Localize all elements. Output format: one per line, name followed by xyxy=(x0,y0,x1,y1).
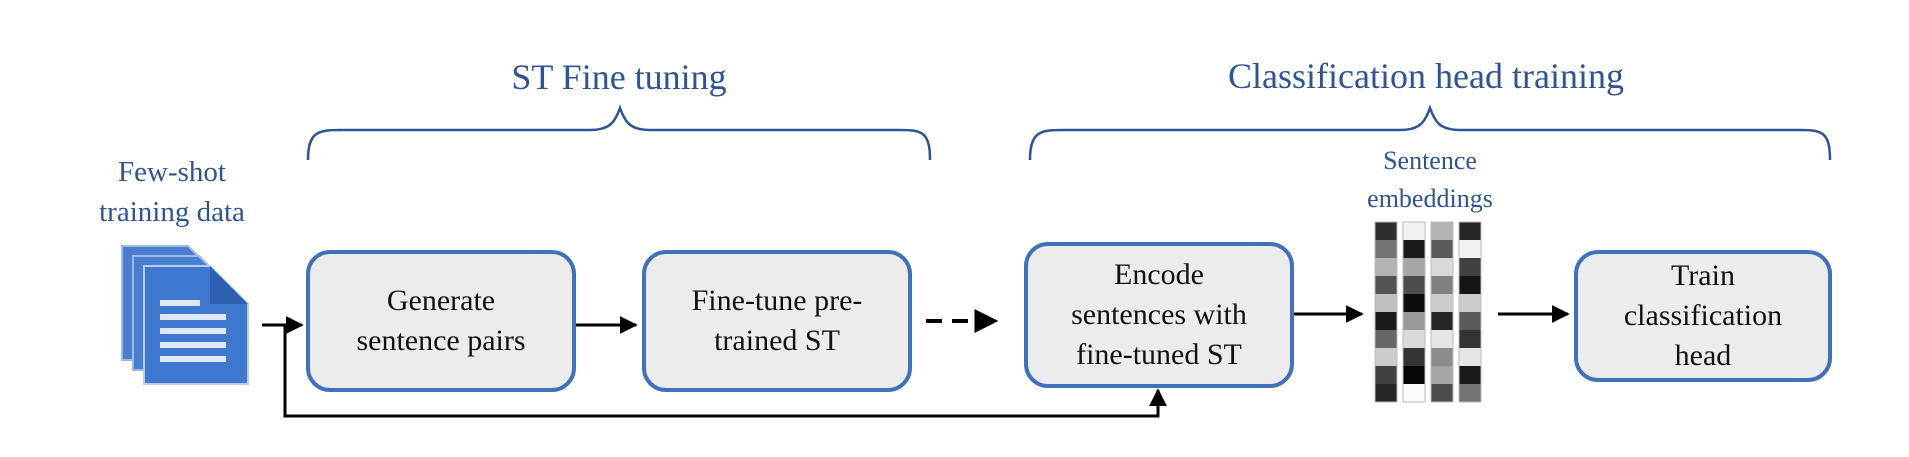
embedding-cell xyxy=(1403,312,1425,330)
classification-head-brace xyxy=(1028,104,1832,161)
embedding-cell xyxy=(1403,384,1425,402)
embedding-cell xyxy=(1459,330,1481,348)
embedding-cell xyxy=(1459,258,1481,276)
embedding-cell xyxy=(1459,384,1481,402)
embedding-cell xyxy=(1403,348,1425,366)
embedding-cell xyxy=(1403,240,1425,258)
fine-tune-st-box: Fine-tune pre- trained ST xyxy=(642,250,912,392)
embedding-cell xyxy=(1431,258,1453,276)
embedding-cell xyxy=(1459,312,1481,330)
embedding-cell xyxy=(1431,366,1453,384)
generate-sentence-pairs-label: Generate sentence pairs xyxy=(356,284,526,357)
embedding-cell xyxy=(1403,258,1425,276)
embedding-cell xyxy=(1403,294,1425,312)
embedding-cell xyxy=(1431,384,1453,402)
train-classification-head-label: Train classification head xyxy=(1623,259,1783,372)
document-stack-icon xyxy=(121,245,249,385)
encode-sentences-box: Encode sentences with fine-tuned ST xyxy=(1024,242,1294,388)
train-classification-head-box: Train classification head xyxy=(1574,250,1832,382)
encode-sentences-label: Encode sentences with fine-tuned ST xyxy=(1071,258,1247,371)
embedding-cell xyxy=(1459,366,1481,384)
embedding-cell xyxy=(1431,330,1453,348)
embedding-cell xyxy=(1459,222,1481,240)
embedding-vector xyxy=(1374,221,1398,403)
sentence-embeddings-matrix xyxy=(1374,221,1482,403)
embedding-cell xyxy=(1431,348,1453,366)
embedding-cell xyxy=(1375,312,1397,330)
embedding-cell xyxy=(1375,294,1397,312)
embedding-cell xyxy=(1375,384,1397,402)
embedding-cell xyxy=(1375,240,1397,258)
embedding-cell xyxy=(1375,258,1397,276)
embedding-cell xyxy=(1375,366,1397,384)
embedding-cell xyxy=(1431,222,1453,240)
arrow-input-to-encode xyxy=(283,325,1167,418)
embedding-cell xyxy=(1375,276,1397,294)
generate-sentence-pairs-box: Generate sentence pairs xyxy=(306,250,576,392)
embedding-cell xyxy=(1431,240,1453,258)
embedding-vector xyxy=(1458,221,1482,403)
embedding-cell xyxy=(1375,348,1397,366)
embedding-cell xyxy=(1403,366,1425,384)
st-fine-tuning-brace xyxy=(306,104,932,161)
fine-tune-st-label: Fine-tune pre- trained ST xyxy=(691,284,863,357)
embedding-cell xyxy=(1459,348,1481,366)
sentence-embeddings-label: Sentence embeddings xyxy=(1367,146,1493,213)
embedding-vector xyxy=(1402,221,1426,403)
st-fine-tuning-title: ST Fine tuning xyxy=(511,57,727,97)
embedding-cell xyxy=(1403,330,1425,348)
embedding-cell xyxy=(1431,294,1453,312)
embedding-cell xyxy=(1375,222,1397,240)
embedding-cell xyxy=(1403,222,1425,240)
embedding-cell xyxy=(1431,312,1453,330)
embedding-cell xyxy=(1403,276,1425,294)
few-shot-training-data-label: Few-shot training data xyxy=(99,156,245,228)
embedding-cell xyxy=(1459,294,1481,312)
embedding-cell xyxy=(1431,276,1453,294)
embedding-cell xyxy=(1459,276,1481,294)
embedding-cell xyxy=(1375,330,1397,348)
embedding-vector xyxy=(1430,221,1454,403)
classification-head-training-title: Classification head training xyxy=(1228,56,1624,96)
embedding-cell xyxy=(1459,240,1481,258)
